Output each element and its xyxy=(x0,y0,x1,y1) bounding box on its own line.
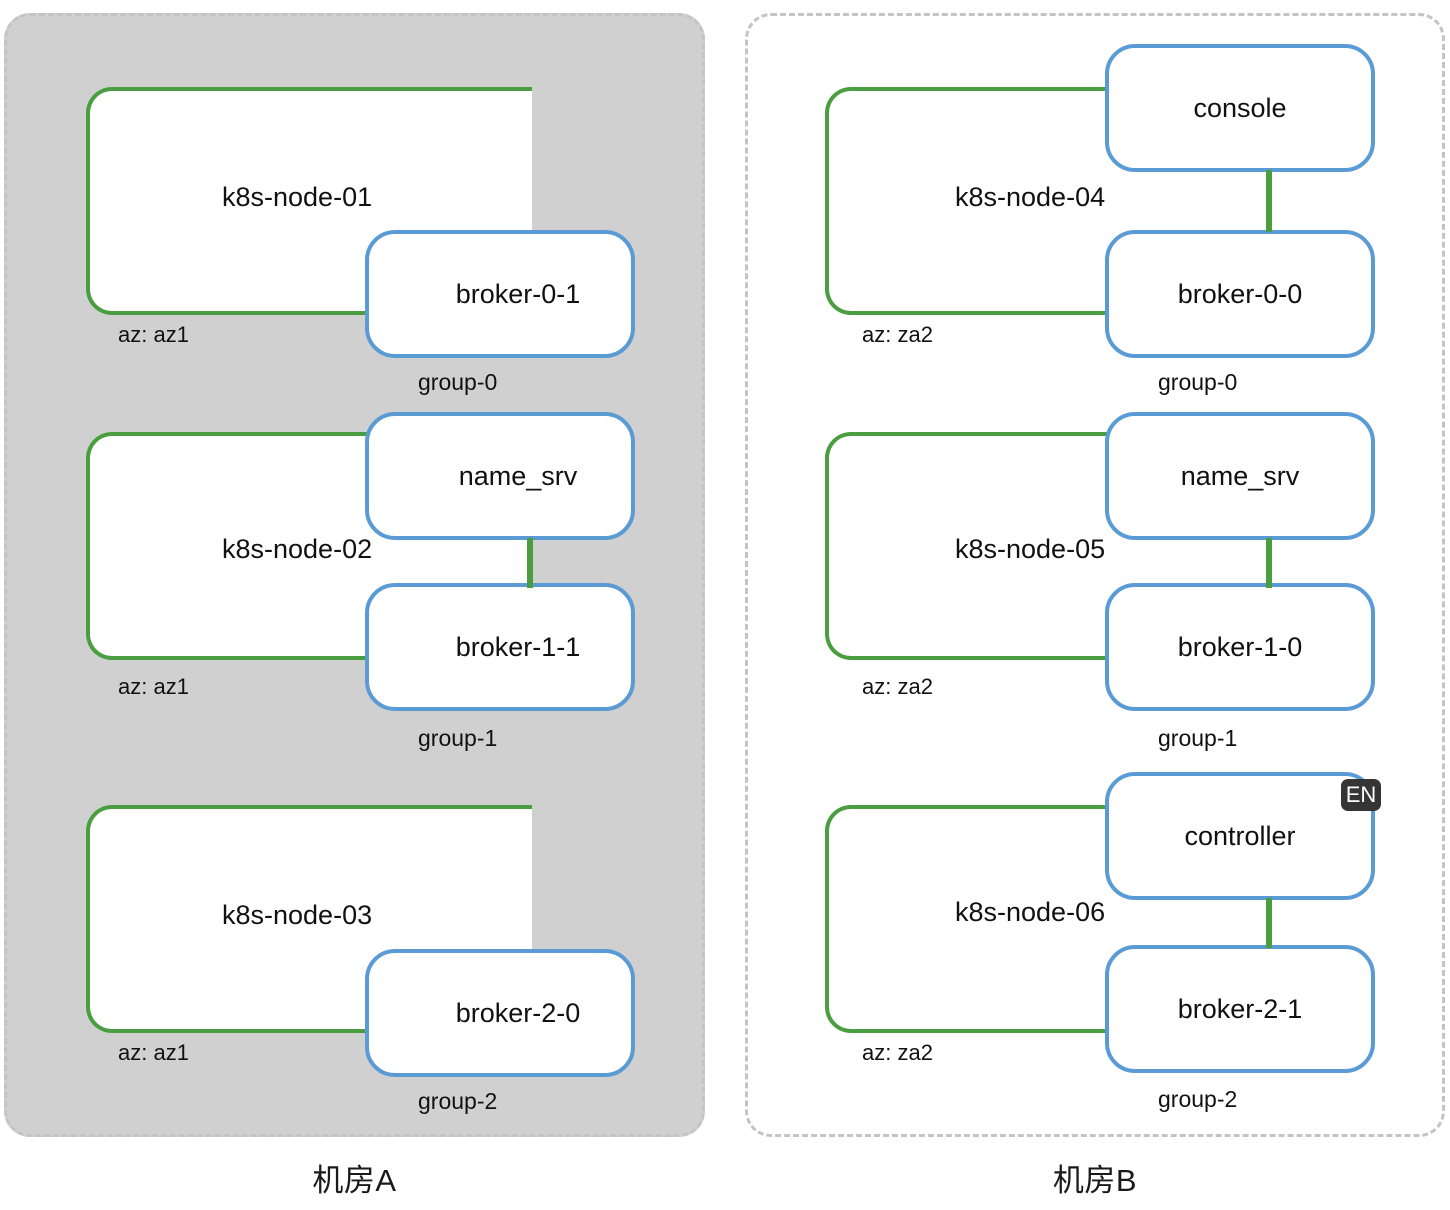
ime-indicator-badge: EN xyxy=(1341,779,1381,811)
az-label-k8s-node-06: az: za2 xyxy=(862,1040,933,1065)
pod-box-broker-0-1[interactable]: broker-0-1 xyxy=(365,230,635,358)
pod-label-broker-1-0: broker-1-0 xyxy=(1177,631,1303,662)
az-label-k8s-node-02: az: az1 xyxy=(118,674,189,699)
pod-box-name-srv-a[interactable]: name_srv xyxy=(365,412,635,540)
pod-box-broker-1-0[interactable]: broker-1-0 xyxy=(1105,583,1375,711)
pod-connector-group-1-a xyxy=(527,538,533,588)
az-label-k8s-node-01: az: az1 xyxy=(118,322,189,347)
pod-box-broker-0-0[interactable]: broker-0-0 xyxy=(1105,230,1375,358)
pod-box-broker-2-0[interactable]: broker-2-0 xyxy=(365,949,635,1077)
pod-connector-group-0-b xyxy=(1266,170,1272,232)
datacenter-caption-a: 机房A xyxy=(312,1163,397,1198)
group-label-group-1-a: group-1 xyxy=(418,725,498,751)
pod-box-broker-1-1[interactable]: broker-1-1 xyxy=(365,583,635,711)
pod-box-controller[interactable]: controller xyxy=(1105,772,1375,900)
group-label-group-1-b: group-1 xyxy=(1158,725,1238,751)
pod-box-name-srv-b[interactable]: name_srv xyxy=(1105,412,1375,540)
pod-label-broker-0-0: broker-0-0 xyxy=(1177,278,1303,309)
node-box-k8s-node-04 xyxy=(825,87,1110,315)
node-label-k8s-node-05: k8s-node-05 xyxy=(955,534,1106,564)
group-label-group-2-b: group-2 xyxy=(1158,1086,1238,1112)
node-box-k8s-node-05 xyxy=(825,432,1110,660)
pod-label-broker-1-1: broker-1-1 xyxy=(455,631,581,662)
node-label-k8s-node-01: k8s-node-01 xyxy=(222,182,373,212)
pod-label-controller: controller xyxy=(1184,820,1296,851)
pod-label-name-srv-a: name_srv xyxy=(458,460,578,491)
az-label-k8s-node-04: az: za2 xyxy=(862,322,933,347)
node-label-k8s-node-06: k8s-node-06 xyxy=(955,897,1106,927)
az-label-k8s-node-05: az: za2 xyxy=(862,674,933,699)
pod-label-console: console xyxy=(1193,92,1287,123)
node-label-k8s-node-03: k8s-node-03 xyxy=(222,900,373,930)
pod-box-console[interactable]: console xyxy=(1105,44,1375,172)
group-label-group-0-b: group-0 xyxy=(1158,369,1238,395)
pod-connector-group-1-b xyxy=(1266,538,1272,588)
group-label-group-2-a: group-2 xyxy=(418,1088,498,1114)
pod-label-broker-2-1: broker-2-1 xyxy=(1177,993,1303,1024)
node-label-k8s-node-04: k8s-node-04 xyxy=(955,182,1106,212)
node-label-k8s-node-02: k8s-node-02 xyxy=(222,534,373,564)
pod-label-broker-0-1: broker-0-1 xyxy=(455,278,581,309)
pod-label-name-srv-b: name_srv xyxy=(1180,460,1300,491)
node-box-k8s-node-06 xyxy=(825,805,1110,1033)
pod-box-broker-2-1[interactable]: broker-2-1 xyxy=(1105,945,1375,1073)
az-label-k8s-node-03: az: az1 xyxy=(118,1040,189,1065)
group-label-group-0-a: group-0 xyxy=(418,369,498,395)
pod-connector-group-2-b xyxy=(1266,898,1272,948)
datacenter-caption-b: 机房B xyxy=(1052,1163,1138,1198)
pod-label-broker-2-0: broker-2-0 xyxy=(455,997,581,1028)
